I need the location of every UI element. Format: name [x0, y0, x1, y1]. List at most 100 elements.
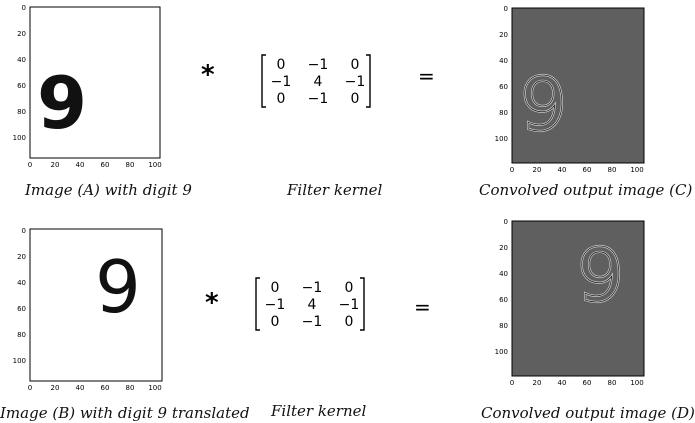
- y-tick-label: 60: [17, 82, 26, 90]
- x-tick-label: 40: [76, 384, 85, 392]
- image-a-frame: [29, 6, 161, 159]
- image-b-plot: 9 0 20 40 60 80 100 0 20 40 60 80 100: [13, 227, 163, 392]
- y-tick-label: 80: [499, 109, 508, 117]
- filter-kernel-matrix: 0 −1 0 −1 4 −1 0 −1 0: [261, 54, 371, 108]
- x-tick-label: 20: [51, 384, 60, 392]
- image-b-x-ticks: 0 20 40 60 80 100: [28, 384, 162, 392]
- filter-kernel-caption: Filter kernel: [271, 402, 367, 420]
- image-d-digit-edge: 9: [577, 233, 624, 319]
- matrix-cell: 0: [351, 91, 360, 107]
- matrix-cell: −1: [302, 280, 323, 296]
- image-c-caption: Convolved output image (C): [479, 181, 693, 199]
- y-tick-label: 0: [504, 218, 508, 226]
- image-c-x-ticks: 0 20 40 60 80 100: [510, 166, 644, 174]
- left-bracket: [261, 54, 266, 108]
- matrix-cell: 0: [345, 314, 354, 330]
- image-c-digit: 9: [520, 62, 567, 148]
- x-tick-label: 20: [533, 166, 542, 174]
- image-a-digit: 9: [37, 61, 87, 145]
- matrix-cell: −1: [345, 74, 366, 90]
- y-tick-label: 100: [495, 348, 508, 356]
- x-tick-label: 60: [101, 161, 110, 169]
- x-tick-label: 80: [126, 161, 135, 169]
- y-tick-label: 0: [22, 227, 26, 235]
- x-tick-label: 40: [558, 166, 567, 174]
- y-tick-label: 60: [499, 83, 508, 91]
- y-tick-label: 0: [22, 4, 26, 12]
- image-d-caption: Convolved output image (D): [481, 404, 695, 422]
- image-a-x-ticks: 0 20 40 60 80 100: [28, 161, 162, 169]
- matrix-cell: −1: [265, 297, 286, 313]
- convolve-operator: *: [201, 60, 215, 90]
- y-tick-label: 80: [17, 331, 26, 339]
- x-tick-label: 60: [583, 166, 592, 174]
- y-tick-label: 40: [499, 57, 508, 65]
- image-a-y-ticks: 0 20 40 60 80 100: [13, 4, 26, 142]
- y-tick-label: 20: [17, 253, 26, 261]
- y-tick-label: 40: [499, 270, 508, 278]
- y-tick-label: 80: [17, 108, 26, 116]
- filter-kernel-caption: Filter kernel: [287, 181, 383, 199]
- x-tick-label: 60: [583, 379, 592, 387]
- matrix-cell: 0: [351, 57, 360, 73]
- y-tick-label: 20: [17, 30, 26, 38]
- equals-operator: =: [414, 295, 431, 319]
- convolve-operator: *: [205, 288, 219, 318]
- image-d-y-ticks: 0 20 40 60 80 100: [495, 218, 508, 356]
- y-tick-label: 60: [17, 305, 26, 313]
- image-c-digit-edge: 9: [520, 62, 567, 148]
- matrix-cell: 4: [314, 74, 323, 90]
- matrix-cell: −1: [308, 91, 329, 107]
- x-tick-label: 40: [558, 379, 567, 387]
- y-tick-label: 40: [17, 56, 26, 64]
- image-d-plot: 9 9 0 20 40 60 80 100 0 20 40 60 80 100: [495, 218, 645, 387]
- x-tick-label: 20: [533, 379, 542, 387]
- x-tick-label: 20: [51, 161, 60, 169]
- x-tick-label: 60: [101, 384, 110, 392]
- right-bracket: [360, 277, 365, 331]
- matrix-cell: −1: [308, 57, 329, 73]
- x-tick-label: 0: [28, 384, 32, 392]
- filter-kernel-matrix: 0 −1 0 −1 4 −1 0 −1 0: [255, 277, 365, 331]
- image-d-digit: 9: [577, 233, 624, 319]
- y-tick-label: 0: [504, 5, 508, 13]
- matrix-cell: −1: [339, 297, 360, 313]
- y-tick-label: 80: [499, 322, 508, 330]
- y-tick-label: 40: [17, 279, 26, 287]
- y-tick-label: 100: [495, 135, 508, 143]
- y-tick-label: 100: [13, 134, 26, 142]
- image-b-caption: Image (B) with digit 9 translated: [0, 404, 250, 422]
- x-tick-label: 100: [148, 161, 161, 169]
- x-tick-label: 0: [510, 379, 514, 387]
- x-tick-label: 100: [630, 379, 643, 387]
- image-d-x-ticks: 0 20 40 60 80 100: [510, 379, 644, 387]
- matrix-cell: 0: [277, 57, 286, 73]
- image-c-y-ticks: 0 20 40 60 80 100: [495, 5, 508, 143]
- matrix-cell: 0: [345, 280, 354, 296]
- y-tick-label: 100: [13, 357, 26, 365]
- right-bracket: [366, 54, 371, 108]
- image-b-y-ticks: 0 20 40 60 80 100: [13, 227, 26, 365]
- image-c-plot: 9 9 0 20 40 60 80 100 0 20 40 60 80 100: [495, 5, 645, 174]
- image-b-frame: [29, 228, 163, 382]
- x-tick-label: 100: [630, 166, 643, 174]
- image-b-digit: 9: [95, 245, 141, 329]
- left-bracket: [255, 277, 260, 331]
- image-d-frame: [511, 220, 645, 377]
- matrix-cell: 0: [277, 91, 286, 107]
- equals-operator: =: [418, 64, 435, 88]
- x-tick-label: 0: [510, 166, 514, 174]
- image-a-caption: Image (A) with digit 9: [25, 181, 192, 199]
- x-tick-label: 100: [148, 384, 161, 392]
- matrix-cell: 4: [308, 297, 317, 313]
- image-a-plot: 9 0 20 40 60 80 100 0 20 40 60 80 100: [13, 4, 162, 169]
- y-tick-label: 20: [499, 244, 508, 252]
- x-tick-label: 0: [28, 161, 32, 169]
- x-tick-label: 40: [76, 161, 85, 169]
- x-tick-label: 80: [608, 166, 617, 174]
- x-tick-label: 80: [126, 384, 135, 392]
- matrix-cell: −1: [302, 314, 323, 330]
- matrix-cell: 0: [271, 280, 280, 296]
- matrix-cell: −1: [271, 74, 292, 90]
- y-tick-label: 60: [499, 296, 508, 304]
